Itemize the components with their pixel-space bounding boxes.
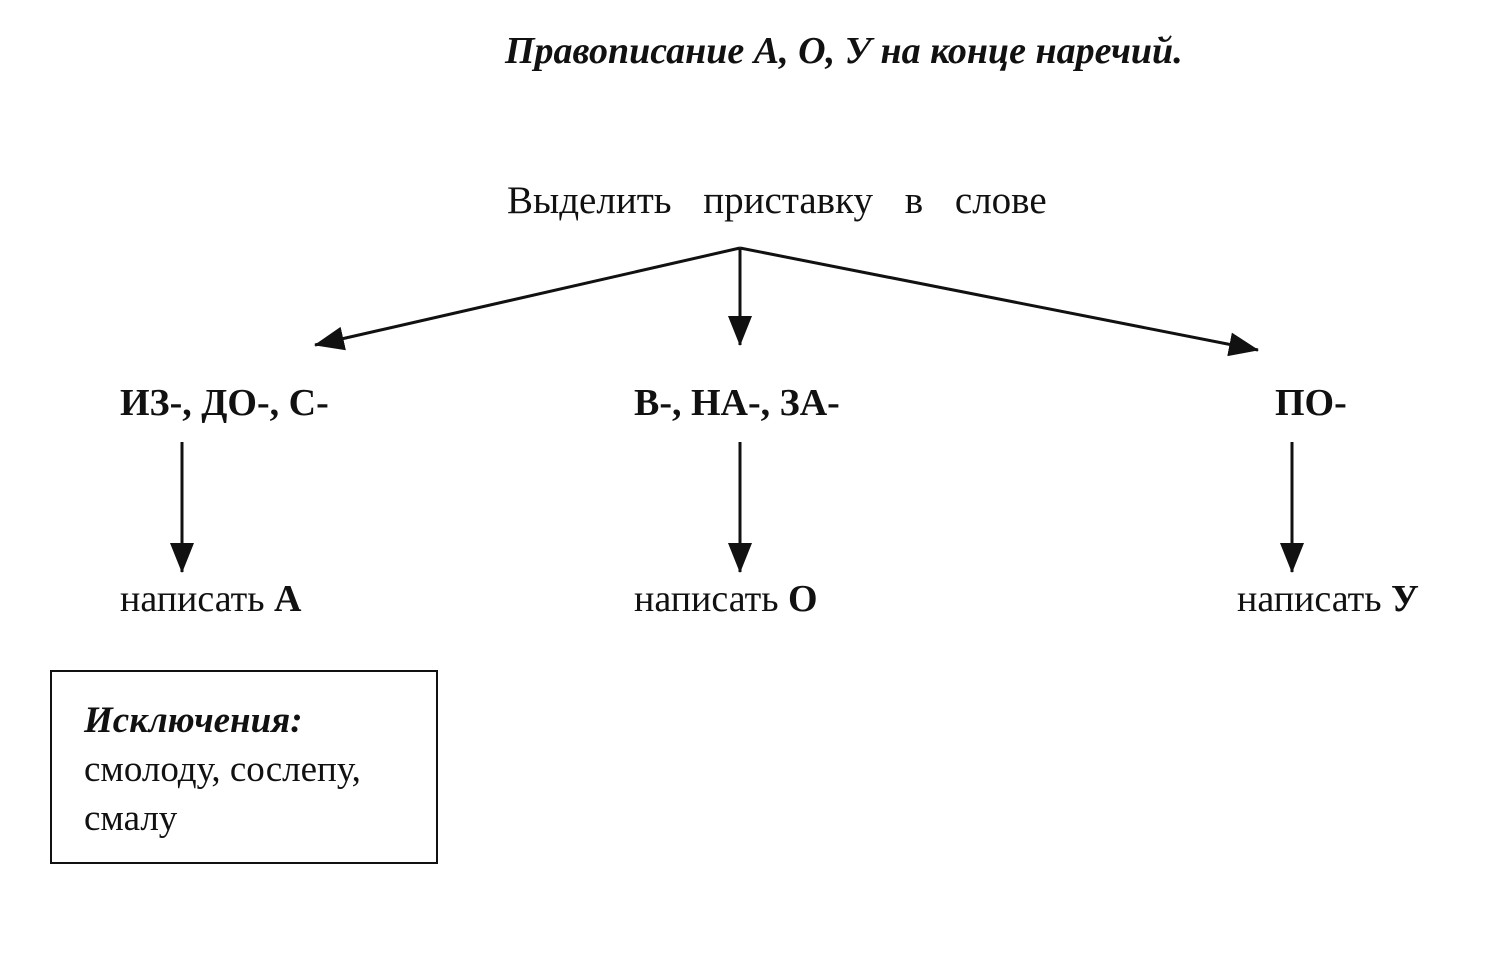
result-letter: У (1391, 578, 1419, 620)
result-letter: О (788, 578, 818, 620)
result-node-1: написать А (120, 580, 301, 618)
result-node-2: написать О (634, 580, 818, 618)
page-title: Правописание А, О, У на конце наречий. (505, 30, 1183, 72)
result-text: написать (1237, 578, 1382, 620)
arrow-root-to-branch-3 (739, 246, 1259, 357)
exceptions-line: смолоду, сослепу, (84, 749, 361, 790)
result-text: написать (634, 578, 779, 620)
exceptions-line: смалу (84, 798, 178, 839)
prefix-node-1: ИЗ-, ДО-, С- (120, 382, 329, 424)
prefix-node-3: ПО- (1275, 382, 1347, 424)
root-node: Выделить приставку в слове (507, 179, 1047, 222)
result-node-3: написать У (1237, 580, 1419, 618)
result-text: написать (120, 578, 265, 620)
prefix-node-2: В-, НА-, ЗА- (634, 382, 840, 424)
result-letter: А (274, 578, 302, 620)
exceptions-words: смолоду, сослепу, смалу (84, 745, 436, 843)
exceptions-box: Исключения: смолоду, сослепу, смалу (50, 670, 438, 864)
arrow-root-to-branch-1 (314, 246, 741, 351)
exceptions-title: Исключения: (84, 700, 303, 741)
